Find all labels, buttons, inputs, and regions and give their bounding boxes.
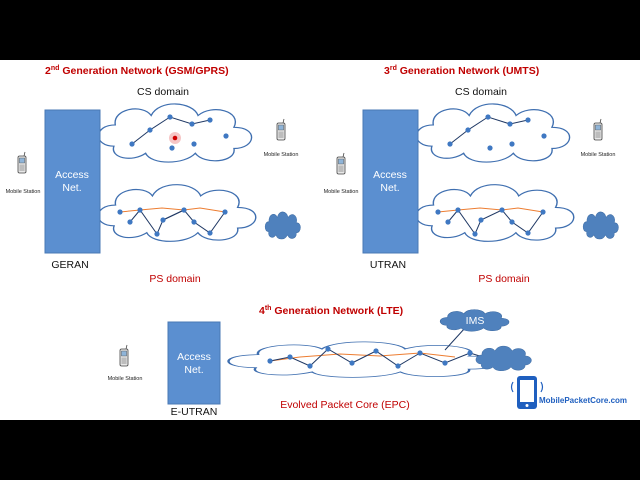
diagram-canvas: 2nd Generation Network (GSM/GPRS) CS dom… <box>0 60 640 420</box>
gen2-access-line1: Access <box>55 169 89 181</box>
gen4-epc-nodes <box>267 346 473 369</box>
gen3-ms-left-label: Mobile Station <box>324 189 359 195</box>
gen3-cs-nodes <box>447 114 547 151</box>
gen4-title: 4th Generation Network (LTE) <box>259 305 403 317</box>
gen3-mobile-station-right-icon <box>593 118 603 141</box>
brand-phone-icon <box>510 376 544 409</box>
gen2-mobile-station-left-icon <box>17 151 27 174</box>
gen3-ps-nodes <box>435 207 546 237</box>
gen4-access-name: E-UTRAN <box>171 406 218 418</box>
gen3-ms-right-label: Mobile Station <box>581 152 616 158</box>
gen2-access-net-box <box>44 109 101 254</box>
gen4-external-cloud <box>475 345 532 371</box>
gen2-access-line2: Net. <box>62 182 81 194</box>
gen3-external-cloud <box>582 211 619 240</box>
gen3-access-line2: Net. <box>380 182 399 194</box>
brand-logo: MobilePacketCore.com <box>510 376 627 409</box>
gen2-access-name: GERAN <box>51 259 88 271</box>
gen3-ps-links <box>437 207 544 236</box>
cursor-highlight <box>169 132 181 144</box>
gen2-external-cloud <box>264 211 301 240</box>
gen2-ps-domain-label: PS domain <box>149 273 201 285</box>
gen3-mobile-station-left-icon <box>336 152 346 175</box>
network-diagram: 2nd Generation Network (GSM/GPRS) CS dom… <box>6 65 627 418</box>
gen4-epc-label: Evolved Packet Core (EPC) <box>280 399 410 411</box>
gen3-access-name: UTRAN <box>370 259 406 271</box>
brand-text: MobilePacketCore.com <box>539 396 627 405</box>
gen2-ms-right-label: Mobile Station <box>264 152 299 158</box>
gen4-access-line1: Access <box>177 351 211 363</box>
gen3-title: 3rd Generation Network (UMTS) <box>384 65 539 77</box>
gen3-cs-cloud <box>415 103 571 163</box>
gen3-access-line1: Access <box>373 169 407 181</box>
gen3-cs-domain-label: CS domain <box>455 86 507 98</box>
gen2-ps-nodes <box>117 207 228 237</box>
gen3-access-net-box <box>362 109 419 254</box>
gen2-ms-left-label: Mobile Station <box>6 189 41 195</box>
gen2-title: 2nd Generation Network (GSM/GPRS) <box>45 65 229 77</box>
gen2-mobile-station-right-icon <box>276 118 286 141</box>
gen4-access-line2: Net. <box>184 364 203 376</box>
ims-label: IMS <box>466 315 485 327</box>
gen3-ps-domain-label: PS domain <box>478 273 530 285</box>
gen4-access-net-box <box>167 321 221 405</box>
gen4-ms-label: Mobile Station <box>108 376 143 382</box>
gen4-mobile-station-icon <box>119 344 129 367</box>
gen2-cs-domain-label: CS domain <box>137 86 189 98</box>
gen2-cs-nodes <box>129 114 229 151</box>
gen2-ps-links <box>119 207 226 236</box>
